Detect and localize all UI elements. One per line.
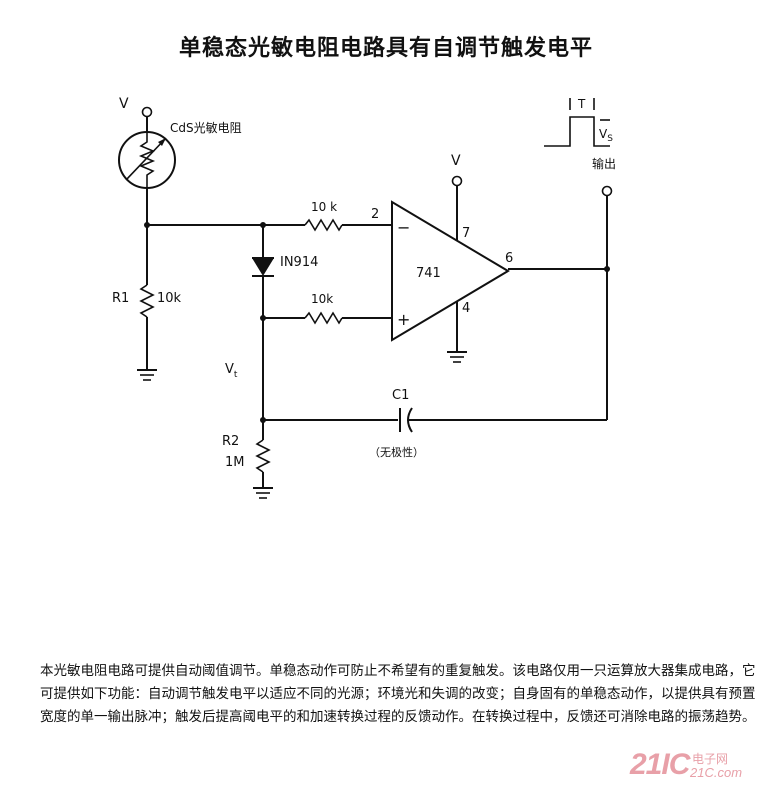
output-terminal — [601, 185, 613, 197]
ldr-label: CdS光敏电阻 — [170, 120, 242, 135]
watermark-domain: 21C.com — [690, 765, 743, 780]
vs-label: VS — [599, 127, 613, 144]
r1-value: 10k — [157, 291, 182, 306]
pin4-label: 4 — [462, 301, 470, 316]
r2-value: 1M — [225, 455, 245, 470]
v-terminal-opamp — [451, 175, 463, 187]
res-plus-label: 10k — [311, 292, 333, 306]
v-top-label: V — [119, 96, 129, 112]
watermark-main: 21IC — [630, 748, 690, 781]
r2-resistor — [255, 439, 271, 473]
pin6-label: 6 — [505, 251, 513, 266]
page-title: 单稳态光敏电阻电路具有自调节触发电平 — [178, 36, 593, 61]
minus-sign: − — [397, 218, 410, 237]
pulse-waveform — [544, 98, 610, 147]
opamp-label: 741 — [416, 266, 441, 281]
pin7-label: 7 — [462, 226, 470, 241]
diode-in914 — [252, 257, 274, 277]
v-opamp-label: V — [451, 153, 461, 169]
circuit-schematic: V CdS光敏电阻 R1 10k 10 k 2 IN914 10k − + 74… — [112, 96, 616, 499]
r1-resistor — [139, 284, 155, 318]
v-terminal-top — [141, 106, 153, 118]
r1-label: R1 — [112, 291, 129, 306]
output-label: 输出 — [592, 156, 616, 171]
diode-label: IN914 — [280, 255, 318, 270]
vt-label: Vt — [225, 362, 238, 380]
watermark-logo: 21IC 电子网 21C.com — [630, 748, 770, 784]
pin2-label: 2 — [371, 207, 379, 222]
opamp-741 — [391, 200, 510, 342]
watermark-sub: 电子网 — [692, 752, 729, 766]
description-text: 本光敏电阻电路可提供自动阈值调节。单稳态动作可防止不希望有的重复触发。该电路仅用… — [40, 663, 756, 725]
ldr-symbol — [118, 131, 176, 189]
c1-note: （无极性） — [369, 445, 424, 459]
ground-opamp — [447, 351, 467, 363]
pulse-t-label: T — [577, 97, 586, 111]
ground-r1 — [137, 369, 157, 381]
resistor-minus-10k — [304, 218, 343, 232]
plus-sign: + — [397, 310, 410, 329]
res-minus-label: 10 k — [311, 200, 337, 214]
r2-label: R2 — [222, 434, 239, 449]
c1-label: C1 — [392, 388, 409, 403]
ground-r2 — [253, 487, 273, 499]
resistor-plus-10k — [304, 311, 343, 325]
